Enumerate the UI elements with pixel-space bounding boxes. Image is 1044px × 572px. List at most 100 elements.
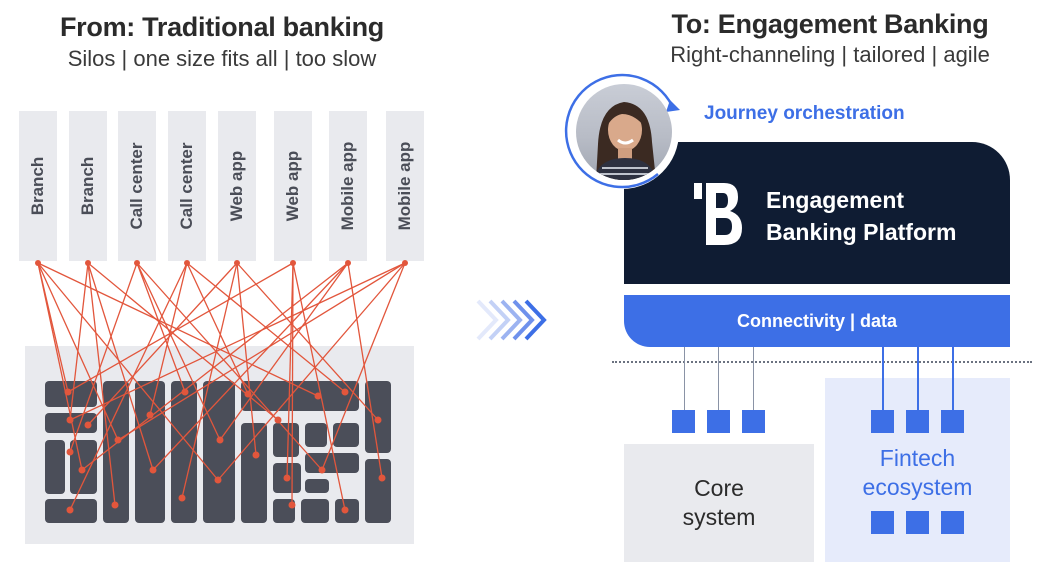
connection-line	[67, 262, 294, 393]
legacy-block	[333, 423, 359, 447]
legacy-block	[135, 381, 165, 523]
fintech-connector-node	[871, 410, 894, 433]
fintech-ecosystem-label: Fintech ecosystem	[825, 444, 1010, 502]
channel-web-app-1: Web app	[218, 111, 256, 261]
customer-avatar-icon	[576, 84, 672, 180]
connection-line	[117, 262, 406, 441]
connection-line	[87, 262, 116, 506]
legacy-block	[305, 479, 329, 493]
connection-endpoint	[181, 388, 189, 396]
legacy-block	[45, 440, 65, 494]
connectivity-data-layer: Connectivity | data	[624, 295, 1010, 347]
core-system-label: Core system	[624, 474, 814, 532]
connection-endpoint	[111, 501, 119, 509]
core-connector-line	[753, 347, 754, 410]
connection-line	[69, 262, 188, 511]
legacy-block	[305, 453, 359, 473]
connection-endpoint	[274, 416, 282, 424]
connection-line	[37, 262, 219, 481]
connection-endpoint	[283, 474, 291, 482]
legacy-block	[45, 381, 97, 407]
connection-line	[236, 262, 257, 456]
fintech-connector-node	[906, 410, 929, 433]
connection-endpoint	[318, 466, 326, 474]
legacy-block	[365, 459, 391, 523]
core-system-box	[624, 444, 814, 562]
connection-line	[152, 262, 349, 471]
brand-b-logo-icon	[694, 183, 742, 245]
connection-endpoint	[85, 260, 91, 266]
core-connector-node	[707, 410, 730, 433]
dotted-separator	[612, 361, 1032, 363]
connection-endpoint	[314, 392, 322, 400]
channel-branch-1: Branch	[19, 111, 57, 261]
connection-endpoint	[84, 421, 92, 429]
right-title: To: Engagement Banking	[671, 9, 989, 39]
channel-branch-2: Branch	[69, 111, 107, 261]
connection-endpoint	[341, 388, 349, 396]
engagement-banking-platform	[624, 142, 1010, 284]
connection-endpoint	[114, 436, 122, 444]
connection-endpoint	[234, 260, 240, 266]
connection-line	[149, 262, 188, 416]
connection-endpoint	[214, 476, 222, 484]
core-connector-node	[742, 410, 765, 433]
core-line2: system	[682, 504, 756, 530]
connection-line	[347, 262, 383, 479]
connection-endpoint	[341, 506, 349, 514]
connection-endpoint	[134, 260, 140, 266]
right-subtitle: Right-channeling | tailored | agile	[670, 42, 990, 67]
connection-endpoint	[288, 501, 296, 509]
connection-endpoint	[216, 436, 224, 444]
connection-line	[37, 262, 83, 471]
connection-line	[136, 262, 323, 471]
connection-line	[217, 262, 406, 481]
connection-endpoint	[184, 260, 190, 266]
connection-line	[321, 262, 406, 471]
core-line1: Core	[694, 475, 744, 501]
legacy-block	[203, 381, 235, 523]
channel-call-center-2: Call center	[168, 111, 206, 261]
connection-endpoint	[35, 260, 41, 266]
core-connector-node	[672, 410, 695, 433]
channel-web-app-2: Web app	[274, 111, 312, 261]
connection-endpoint	[378, 474, 386, 482]
connection-endpoint	[402, 260, 408, 266]
connection-endpoint	[149, 466, 157, 474]
legacy-block	[305, 423, 327, 447]
channel-call-center-1: Call center	[118, 111, 156, 261]
connection-endpoint	[290, 260, 296, 266]
fintech-line1: Fintech	[879, 445, 956, 471]
connection-endpoint	[146, 411, 154, 419]
platform-name-line2: Banking Platform	[766, 219, 957, 245]
fintech-app-node	[871, 511, 894, 534]
fintech-connector-line	[882, 347, 884, 410]
connection-line	[236, 262, 379, 421]
connection-line	[186, 262, 249, 395]
connection-line	[219, 262, 349, 441]
connection-endpoint	[66, 448, 74, 456]
fintech-line2: ecosystem	[862, 474, 973, 500]
connection-endpoint	[252, 451, 260, 459]
connection-endpoint	[66, 506, 74, 514]
channel-mobile-app-1: Mobile app	[329, 111, 367, 261]
fintech-app-node	[941, 511, 964, 534]
connection-line	[292, 262, 346, 511]
fintech-connector-node	[941, 410, 964, 433]
connection-line	[181, 262, 238, 499]
left-title: From: Traditional banking	[59, 12, 384, 42]
connectivity-label: Connectivity | data	[736, 310, 898, 331]
transition-chevrons-icon	[476, 299, 547, 341]
channel-mobile-app-2: Mobile app	[386, 111, 424, 261]
core-connector-line	[718, 347, 719, 410]
fintech-connector-line	[917, 347, 919, 410]
connection-endpoint	[374, 416, 382, 424]
connection-line	[291, 262, 294, 506]
connection-endpoint	[66, 416, 74, 424]
connection-endpoint	[64, 388, 72, 396]
left-subtitle: Silos | one size fits all | too slow	[67, 46, 377, 71]
legacy-block	[301, 499, 329, 523]
connection-line	[87, 262, 154, 471]
fintech-connector-line	[952, 347, 954, 410]
